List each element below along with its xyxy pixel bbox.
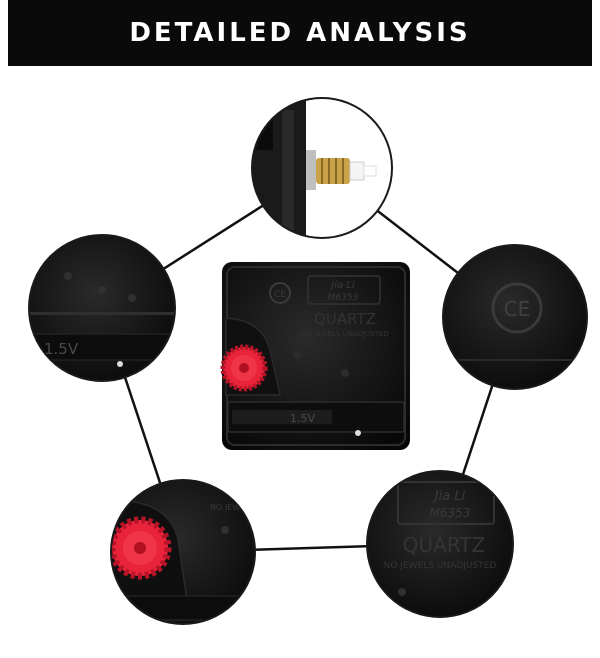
detail-origin-text: NO JEWELS UNADJUSTED: [384, 561, 497, 571]
brass-shaft-icon: [316, 158, 377, 184]
movement-ce-text: CE: [274, 290, 286, 300]
hanging-shaft-detail: [251, 97, 393, 239]
detail-quartz-text: QUARTZ: [403, 533, 485, 557]
ce-icon: CE: [269, 282, 291, 304]
ce-mark-detail: CE: [442, 244, 588, 390]
gear-icon: [220, 344, 268, 392]
ce-large-icon: CE: [491, 282, 543, 334]
movement-brand: Jia Li: [329, 280, 355, 291]
detail-model: M6353: [430, 506, 471, 520]
clock-movement: CE Jia Li M6353 QUARTZ NO JEWELS UNADJUS…: [220, 262, 410, 450]
battery-voltage-detail: 1.5V: [28, 234, 176, 382]
header-banner: DETAILED ANALYSIS: [8, 0, 592, 66]
detail-brand: Jia Li: [432, 489, 466, 504]
detail-ce-text: CE: [504, 297, 531, 321]
movement-quartz-text: QUARTZ: [314, 310, 376, 328]
quartz-label-detail: Jia Li M6353 QUARTZ NO JEWELS UNADJUSTED: [366, 470, 514, 618]
movement-origin-text: NO JEWELS UNADJUSTED: [301, 330, 389, 338]
analysis-stage: CE Jia Li M6353 QUARTZ NO JEWELS UNADJUS…: [0, 66, 600, 658]
gear-large-icon: [111, 516, 172, 580]
gear-origin-text: NO JEWELS UNADJUSTED: [210, 503, 310, 512]
gear-detail: NO JEWELS UNADJUSTED: [110, 479, 310, 625]
movement-model: M6353: [328, 293, 359, 303]
detail-battery-text: 1.5V: [44, 340, 79, 358]
movement-battery-text: 1.5V: [290, 412, 315, 425]
header-title: DETAILED ANALYSIS: [129, 18, 471, 48]
